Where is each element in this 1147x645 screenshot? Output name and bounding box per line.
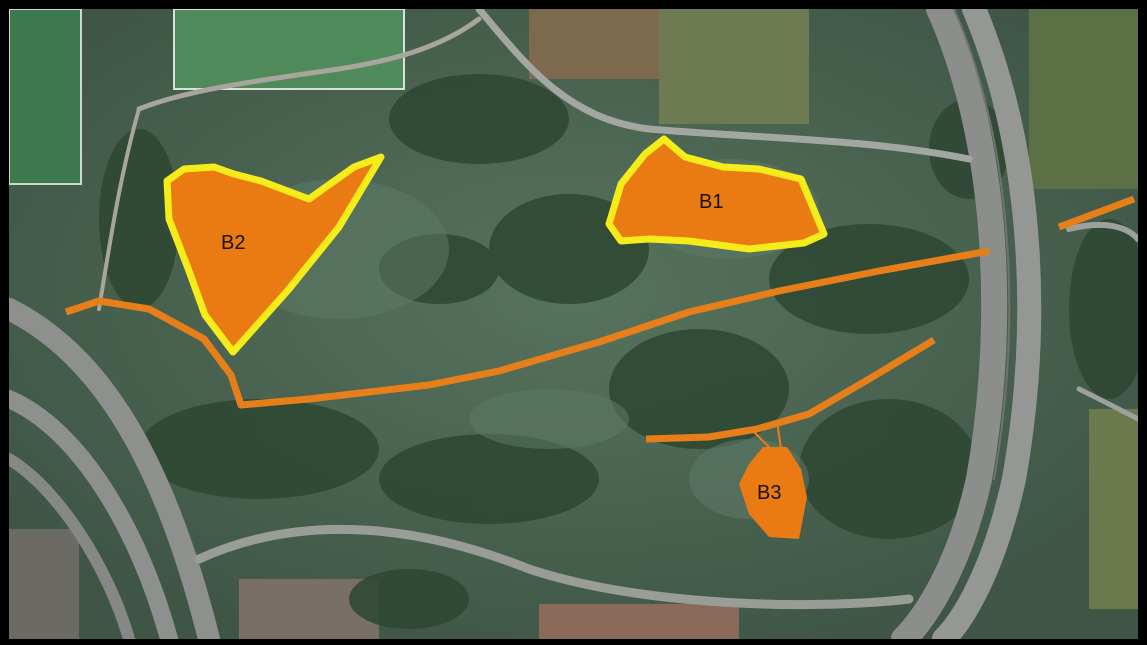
buildings-bottom-mid [539,604,739,639]
zone-b3-label: B3 [757,482,781,504]
path-line-south [645,336,936,443]
zone-b2[interactable]: B2 [163,153,385,356]
path-line-b3-connector-left [750,428,772,450]
path-lines [64,195,1136,450]
zone-b3[interactable]: B3 [739,447,807,539]
path-line-b3-connector-right [776,420,782,450]
farmland-bottom-right [1089,409,1138,609]
zone-b2-shape[interactable] [163,153,385,356]
map-canvas[interactable]: B2 B1 B3 [9,9,1138,639]
farmland-right [1029,9,1138,189]
zone-b2-label: B2 [221,232,245,254]
sports-field-left [9,9,82,185]
zone-b1-label: B1 [699,191,723,213]
farmland-brown [529,9,659,79]
path-line-main [64,247,990,409]
zone-b1-shape[interactable] [605,135,828,253]
urban-bottom-left [9,529,79,639]
roads [9,9,1138,639]
path-line-east [1057,195,1136,231]
zone-b3-shape[interactable] [739,447,807,539]
zone-b1[interactable]: B1 [605,135,828,253]
farmland-light [659,9,809,124]
